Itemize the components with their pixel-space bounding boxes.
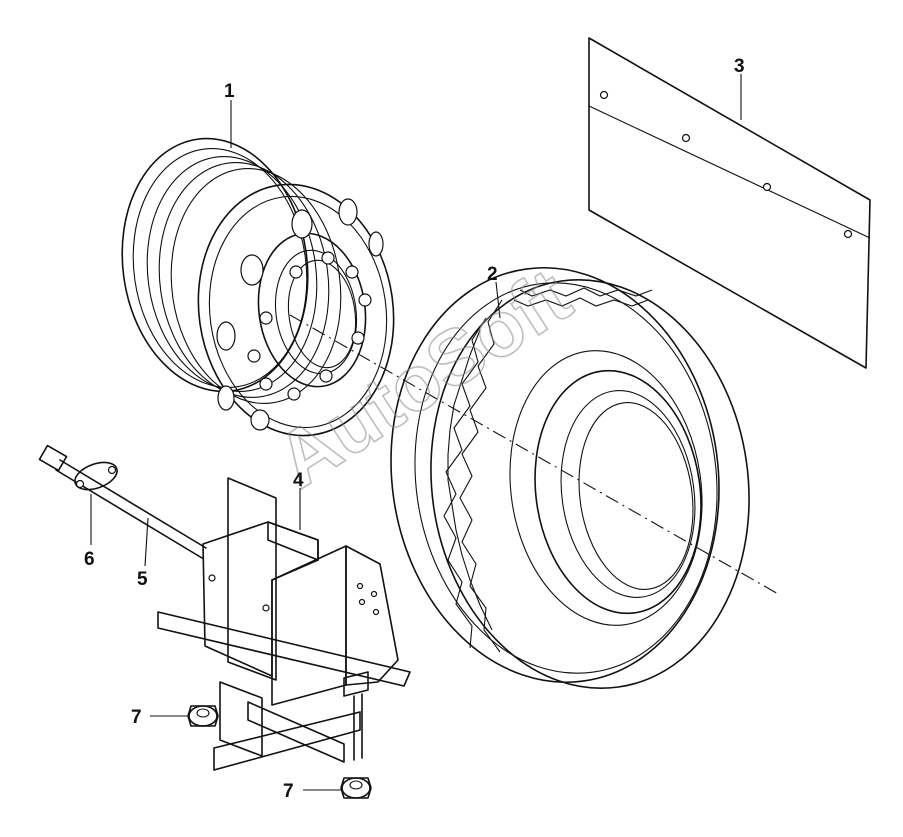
callout-2: 2 (487, 264, 498, 285)
flange-nut-left (187, 705, 219, 727)
watermark: AutoSoft (261, 251, 585, 504)
wheel-rim (121, 137, 395, 437)
callout-3: 3 (734, 56, 745, 77)
wheel-axis-line (289, 314, 781, 596)
cover-sheet (588, 37, 871, 369)
winding-shaft (38, 444, 207, 559)
callout-7-left: 7 (131, 707, 142, 728)
callout-7-bottom: 7 (283, 781, 294, 802)
tyre (390, 266, 750, 689)
callout-1: 1 (224, 81, 235, 102)
callout-5: 5 (137, 569, 148, 590)
flange-nut-bottom (340, 777, 372, 799)
shaft-flange (74, 461, 118, 491)
leader-lines (90, 74, 742, 791)
carrier-bracket (157, 477, 411, 771)
callout-6: 6 (84, 549, 95, 570)
callout-4: 4 (293, 470, 304, 491)
